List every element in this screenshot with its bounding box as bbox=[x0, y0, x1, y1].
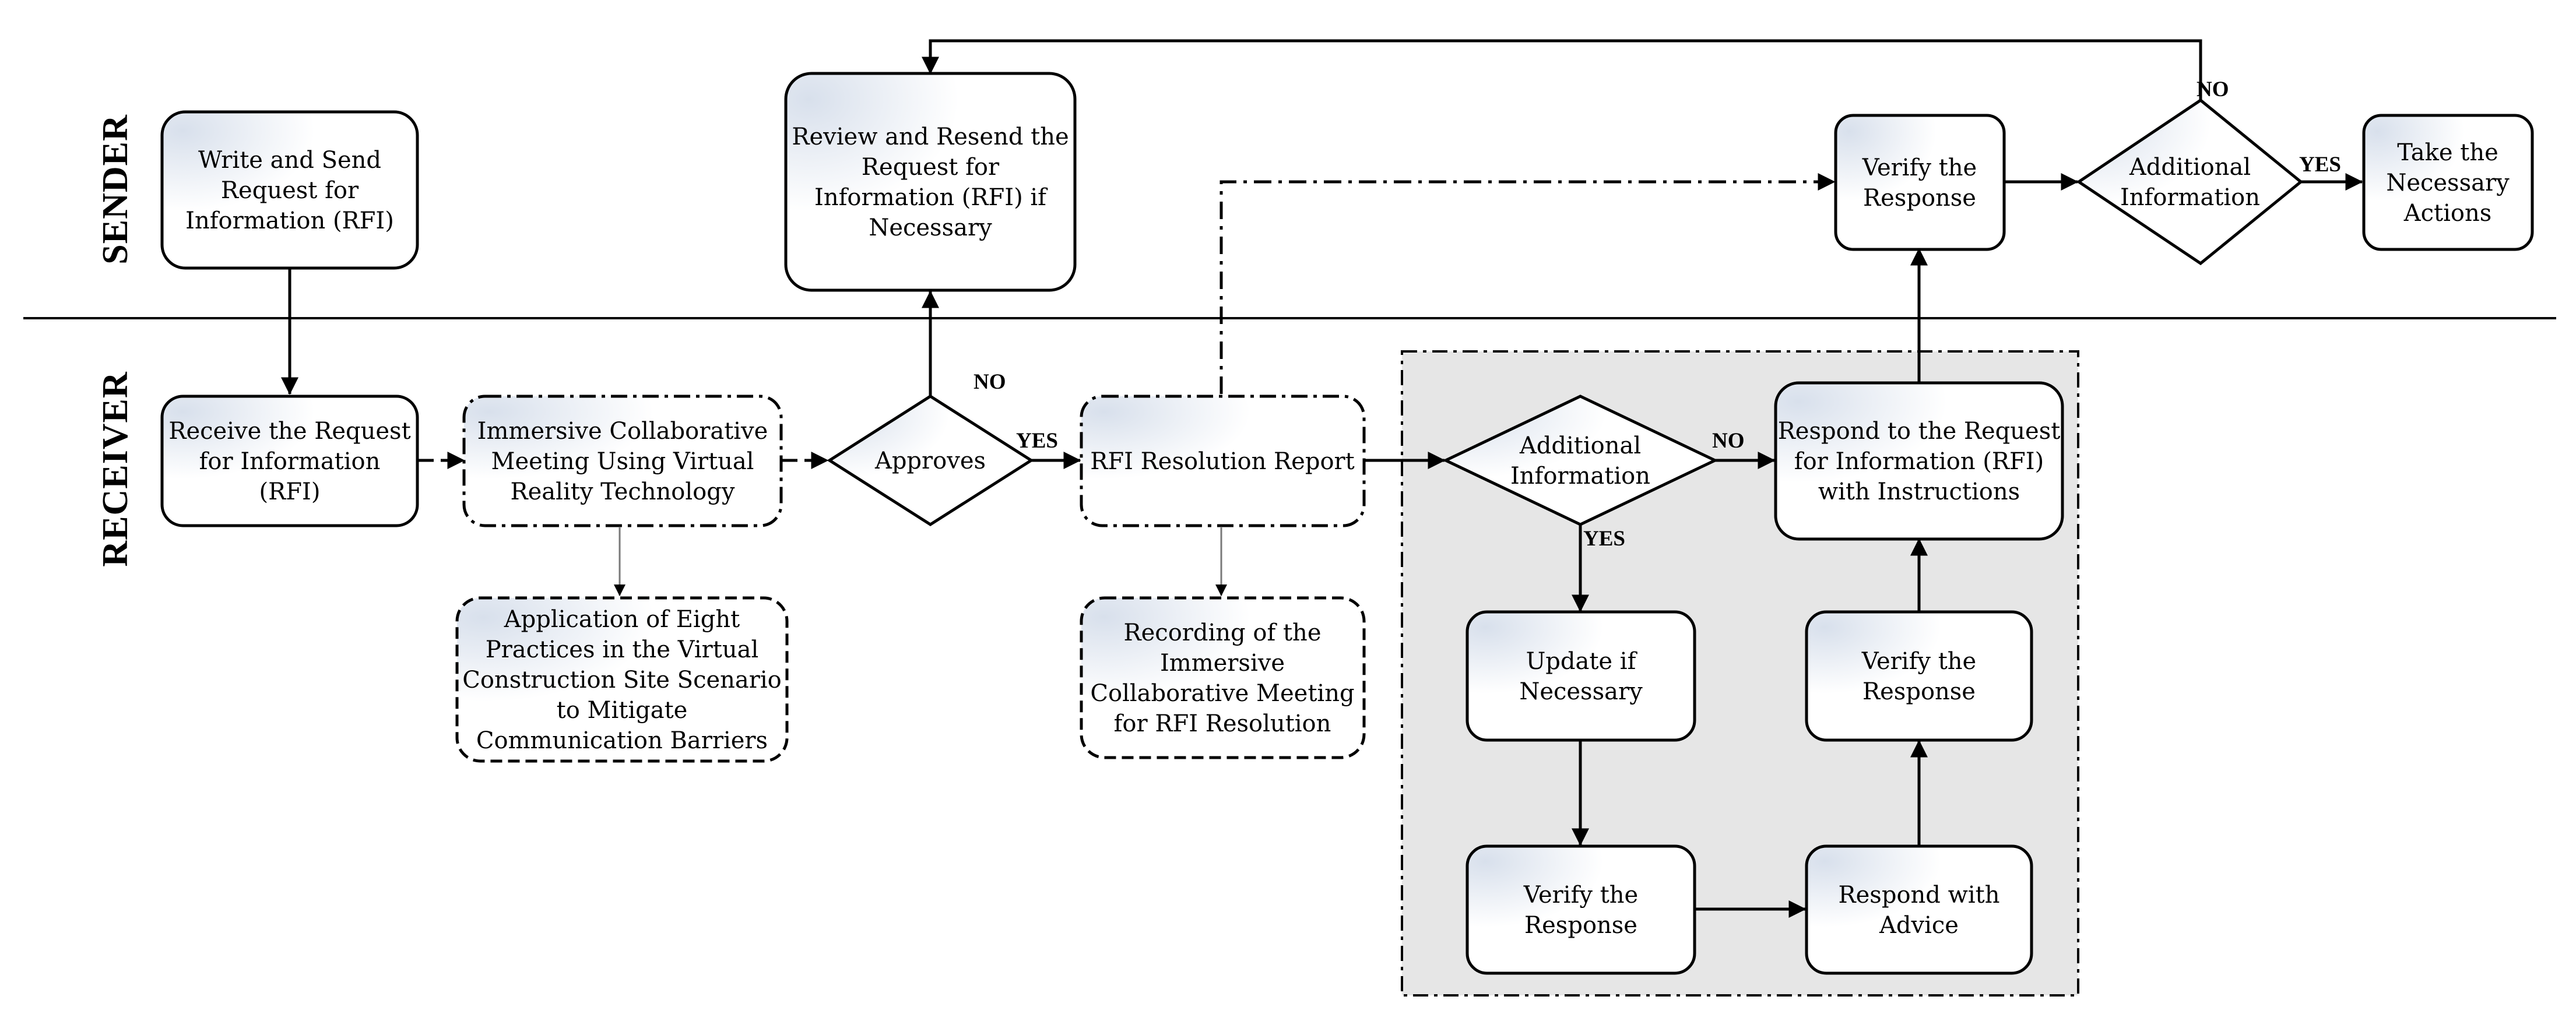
node-label-line: Communication Barriers bbox=[476, 727, 768, 754]
node-label-line: Meeting Using Virtual bbox=[491, 448, 754, 475]
node-label-line: Necessary bbox=[869, 214, 992, 241]
node-label-line: Request for bbox=[221, 177, 359, 204]
node-label-line: Practices in the Virtual bbox=[486, 636, 759, 663]
node-verify-response-sender bbox=[1834, 114, 2006, 251]
label-receiver-additional-yes: YES bbox=[1583, 527, 1625, 551]
node-label-line: Respond with bbox=[1839, 882, 2000, 909]
node-label-line: Verify the bbox=[1862, 154, 1977, 181]
node-label-line: with Instructions bbox=[1818, 478, 2020, 505]
label-approves-no: NO bbox=[974, 370, 1006, 394]
node-label-line: Necessary bbox=[2386, 170, 2510, 196]
node-update-if-necessary bbox=[1466, 610, 1696, 742]
label-sender-additional-yes: YES bbox=[2299, 153, 2341, 177]
node-respond-with-instructions-label: Respond to the Request for Information (R… bbox=[1778, 418, 2061, 505]
node-label-line: Response bbox=[1863, 185, 1976, 212]
node-label-line: Approves bbox=[874, 448, 986, 474]
node-recording bbox=[1080, 596, 1366, 759]
node-resolution-report bbox=[1080, 395, 1366, 527]
node-label-line: Verify the bbox=[1861, 648, 1976, 675]
node-write-send-rfi bbox=[160, 110, 419, 270]
edge-additional-no-to-review bbox=[922, 39, 2202, 100]
node-label-line: Additional bbox=[2129, 154, 2251, 181]
node-label-line: Additional bbox=[1519, 432, 1641, 459]
node-resolution-report-label: RFI Resolution Report bbox=[1090, 448, 1354, 475]
node-label-line: Update if bbox=[1526, 648, 1638, 675]
label-approves-yes: YES bbox=[1016, 429, 1058, 453]
node-label-line: RFI Resolution Report bbox=[1090, 448, 1354, 475]
node-label-line: for RFI Resolution bbox=[1114, 710, 1331, 737]
node-label-line: Reality Technology bbox=[511, 478, 735, 505]
node-label-line: Write and Send bbox=[198, 147, 381, 174]
node-additional-info-receiver-decision bbox=[1442, 395, 1718, 526]
node-verify-response-left bbox=[1466, 844, 1696, 975]
node-label-line: Collaborative Meeting bbox=[1090, 680, 1354, 707]
node-label-line: Necessary bbox=[1519, 678, 1643, 705]
node-label-line: Information bbox=[2120, 184, 2260, 211]
node-respond-with-advice bbox=[1805, 844, 2033, 975]
node-label-line: Construction Site Scenario bbox=[462, 667, 782, 693]
node-label-line: Actions bbox=[2403, 200, 2492, 227]
label-receiver-additional-no: NO bbox=[1712, 429, 1745, 453]
node-label-line: Request for bbox=[862, 154, 1000, 181]
node-respond-with-instructions bbox=[1774, 381, 2064, 541]
node-label-line: Information bbox=[1510, 463, 1650, 490]
node-take-actions bbox=[2362, 114, 2534, 251]
node-label-line: Response bbox=[1862, 678, 1976, 705]
node-label-line: (RFI) bbox=[259, 478, 321, 505]
node-label-line: Verify the bbox=[1523, 882, 1638, 909]
node-review-resend bbox=[784, 72, 1077, 292]
edge-report-to-verify-sender bbox=[1220, 173, 1836, 394]
node-label-line: Information (RFI) if bbox=[814, 184, 1048, 211]
node-label-line: Review and Resend the bbox=[792, 124, 1069, 150]
node-verify-response-right bbox=[1805, 610, 2033, 742]
node-label-line: Recording of the bbox=[1124, 619, 1322, 646]
node-label-line: Respond to the Request bbox=[1778, 418, 2061, 445]
node-label-line: Application of Eight bbox=[504, 606, 740, 633]
node-approves-decision bbox=[827, 395, 1034, 526]
node-label-line: Immersive bbox=[1160, 650, 1285, 677]
node-label-line: Immersive Collaborative bbox=[477, 418, 768, 445]
node-label-line: Take the bbox=[2397, 139, 2498, 166]
node-update-if-necessary-label: Update if Necessary bbox=[1519, 648, 1643, 705]
node-receive-rfi-label: Receive the Request for Information (RFI) bbox=[168, 418, 410, 505]
node-eight-practices bbox=[455, 596, 789, 763]
label-sender-additional-no: NO bbox=[2197, 78, 2229, 101]
node-approves-label: Approves bbox=[874, 448, 986, 474]
lane-label-sender: SENDER bbox=[96, 114, 135, 265]
lane-label-receiver: RECEIVER bbox=[96, 371, 135, 567]
node-label-line: for Information (RFI) bbox=[1794, 448, 2044, 475]
node-receive-rfi bbox=[160, 395, 419, 527]
node-label-line: Information (RFI) bbox=[185, 207, 394, 234]
node-label-line: for Information bbox=[199, 448, 381, 475]
node-additional-info-sender-decision bbox=[2076, 98, 2303, 266]
node-label-line: Advice bbox=[1879, 912, 1959, 939]
node-label-line: to Mitigate bbox=[557, 697, 688, 724]
node-label-line: Response bbox=[1524, 912, 1637, 939]
node-immersive-meeting bbox=[462, 395, 783, 527]
node-label-line: Receive the Request bbox=[168, 418, 410, 445]
